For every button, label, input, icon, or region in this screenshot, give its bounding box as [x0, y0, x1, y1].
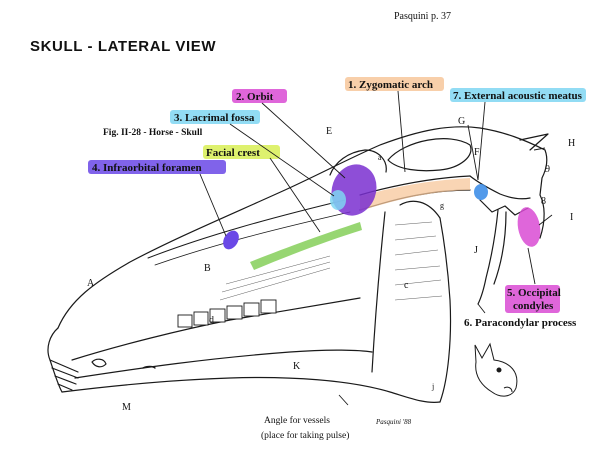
label-occipital: 5. Occipital	[507, 287, 561, 299]
letter-F: F	[474, 147, 480, 158]
page-title: SKULL - LATERAL VIEW	[30, 38, 216, 55]
label-angle-for-vessels: Angle for vessels	[264, 415, 330, 426]
label-facial-crest: Facial crest	[206, 147, 260, 159]
letter-H: H	[568, 138, 575, 149]
label-highlights	[88, 77, 586, 313]
labels: 1. Zygomatic arch 2. Orbit 3. Lacrimal f…	[87, 79, 583, 441]
letter-a: a	[378, 153, 382, 162]
page-reference: Pasquini p. 37	[394, 11, 451, 22]
label-paracondylar-process: 6. Paracondylar process	[464, 317, 577, 329]
hatching	[219, 221, 443, 301]
label-zygomatic-arch: 1. Zygomatic arch	[348, 79, 433, 91]
leader-lines	[199, 90, 553, 406]
artist-signature: Pasquini '88	[375, 418, 412, 426]
letter-J: J	[474, 245, 478, 256]
number-9: 9	[545, 164, 550, 175]
horse-head-sketch	[474, 342, 518, 397]
letter-I: I	[570, 212, 573, 223]
letter-g: g	[440, 201, 444, 210]
lacrimal-fossa-overlay	[330, 190, 346, 210]
label-external-acoustic-meatus: 7. External acoustic meatus	[453, 90, 583, 102]
number-8: 8	[541, 196, 546, 207]
letter-j: j	[431, 382, 434, 391]
letter-A: A	[87, 278, 95, 289]
figure-caption: Fig. II-28 - Horse - Skull	[103, 128, 203, 138]
letter-M: M	[122, 402, 131, 413]
zygomatic-arch-overlay	[360, 178, 470, 211]
label-lacrimal-fossa: 3. Lacrimal fossa	[174, 112, 255, 124]
letter-K: K	[293, 361, 301, 372]
letter-d: d	[209, 315, 214, 326]
facial-crest-overlay	[250, 222, 362, 270]
letter-G: G	[458, 116, 465, 127]
occipital-condyles-overlay	[517, 207, 541, 247]
label-condyles: condyles	[513, 300, 554, 312]
external-acoustic-meatus-overlay	[474, 184, 488, 200]
upper-cheek-teeth	[177, 299, 277, 328]
letter-E: E	[326, 126, 332, 137]
letter-c: c	[404, 280, 409, 291]
label-infraorbital-foramen: 4. Infraorbital foramen	[92, 162, 202, 174]
color-overlays	[223, 164, 541, 270]
infraorbital-foramen-overlay	[223, 230, 239, 250]
label-place-for-taking-pulse: (place for taking pulse)	[261, 430, 349, 441]
letter-B: B	[204, 263, 211, 274]
label-orbit: 2. Orbit	[236, 91, 274, 103]
